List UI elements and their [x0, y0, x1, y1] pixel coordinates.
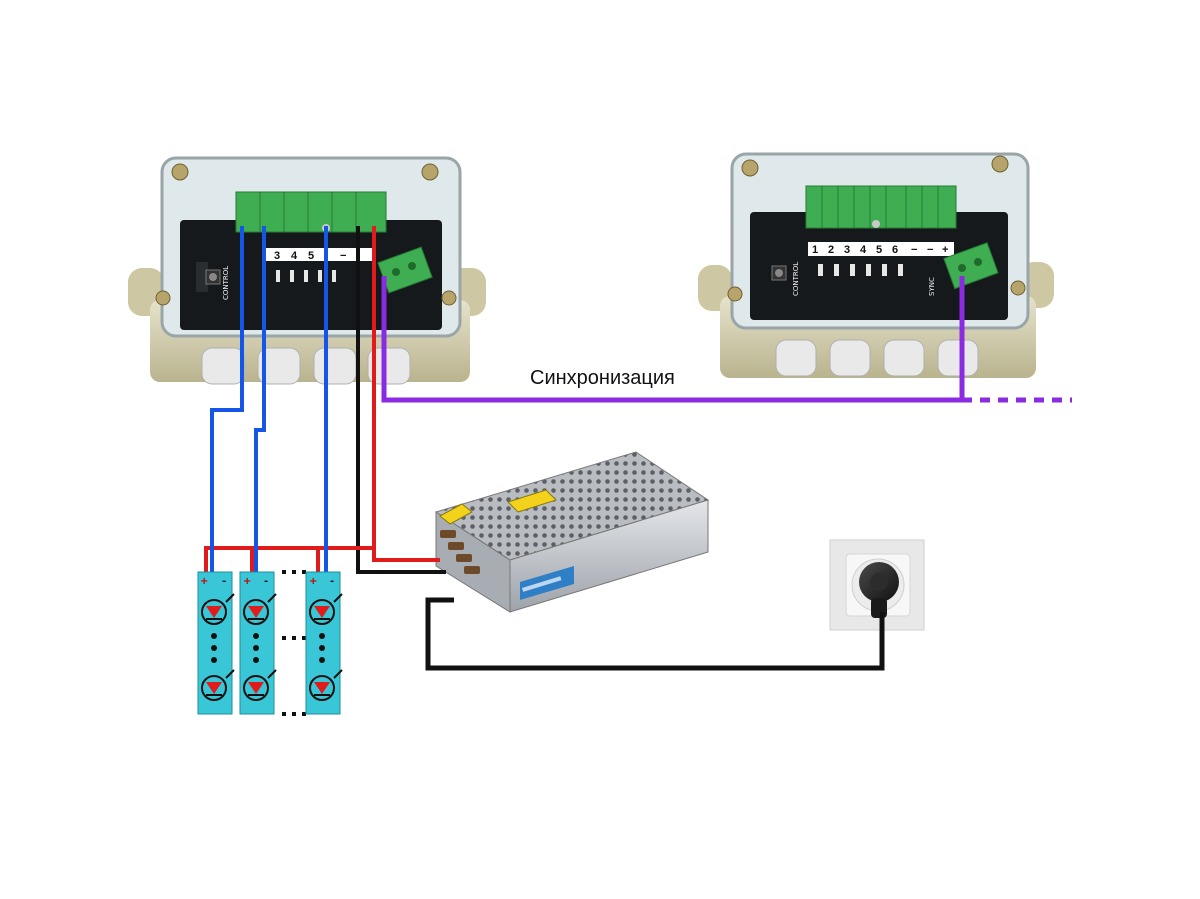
- terminal-block-outputs: [235, 191, 387, 233]
- sync-port-label: SYNC: [928, 277, 936, 296]
- terminal-number: 4: [860, 244, 867, 256]
- ac-power-wire: [425, 597, 885, 671]
- terminal-number: 5: [308, 250, 314, 262]
- control-label: CONTROL: [222, 266, 230, 300]
- controller-right: CONTROL 1 2 3 4 5 6 − − +: [698, 152, 1054, 378]
- terminal-number: −: [911, 244, 917, 256]
- led-strips: + - + -: [197, 570, 343, 716]
- led-diode-icon: [309, 669, 343, 701]
- terminal-number: 1: [812, 244, 818, 256]
- screw: [155, 290, 171, 306]
- terminal-number: +: [942, 244, 948, 256]
- sync-label: Синхронизация: [530, 367, 675, 389]
- sync-terminal-block: [377, 246, 433, 294]
- led-diode-icon: [243, 593, 277, 625]
- led-diode-icon: [243, 669, 277, 701]
- cable-glands: [201, 347, 411, 385]
- control-label: CONTROL: [792, 262, 800, 296]
- pcb-board: [750, 212, 1008, 320]
- terminal-number: 5: [876, 244, 882, 256]
- terminal-number: 3: [844, 244, 850, 256]
- screw: [171, 163, 189, 181]
- power-supply-icon: [434, 451, 710, 613]
- screw: [421, 163, 439, 181]
- ground-wire: [356, 226, 446, 574]
- cable-glands: [775, 339, 979, 377]
- terminal-number: 4: [291, 250, 298, 262]
- ellipsis-dots: [282, 570, 306, 716]
- wall-socket-icon: [829, 539, 925, 631]
- terminal-label-strip: [262, 248, 374, 261]
- led-strip: + -: [197, 571, 235, 715]
- terminal-number: 6: [892, 244, 898, 256]
- screw: [991, 155, 1009, 173]
- wires: [204, 226, 1072, 671]
- led-strip: + -: [305, 571, 343, 715]
- terminal-number: 2: [828, 244, 834, 256]
- minus-mark: -: [222, 576, 226, 587]
- screw: [1010, 280, 1026, 296]
- led-strip: + -: [239, 571, 277, 715]
- positive-wire-psu: [372, 226, 440, 562]
- sync-wire: [381, 276, 962, 403]
- terminal-block-outputs: [805, 185, 957, 229]
- terminal-number: −: [340, 250, 346, 262]
- minus-mark: -: [330, 576, 334, 587]
- pcb-board: [180, 220, 442, 330]
- terminal-numbers: 1 2 3 4 5 6 − − +: [812, 244, 948, 256]
- plus-mark: +: [200, 576, 208, 587]
- terminal-number: −: [927, 244, 933, 256]
- led-diode-icon: [201, 669, 235, 701]
- led-diode-icon: [309, 593, 343, 625]
- led-diode-icon: [201, 593, 235, 625]
- terminal-label-strip: [808, 242, 954, 256]
- plug-icon: [859, 562, 899, 618]
- positive-bus: [204, 546, 374, 575]
- terminal-number: 3: [274, 250, 280, 262]
- channel-wire-2: [254, 226, 266, 575]
- screw: [727, 286, 743, 302]
- channel-wire-1: [210, 226, 244, 575]
- plus-mark: +: [243, 576, 251, 587]
- plus-mark: +: [309, 576, 317, 587]
- sync-terminal-block: [943, 242, 999, 290]
- controller-left: CONTROL 3 4 5 −: [128, 156, 486, 385]
- minus-mark: -: [264, 576, 268, 587]
- screw: [441, 290, 457, 306]
- screw: [741, 159, 759, 177]
